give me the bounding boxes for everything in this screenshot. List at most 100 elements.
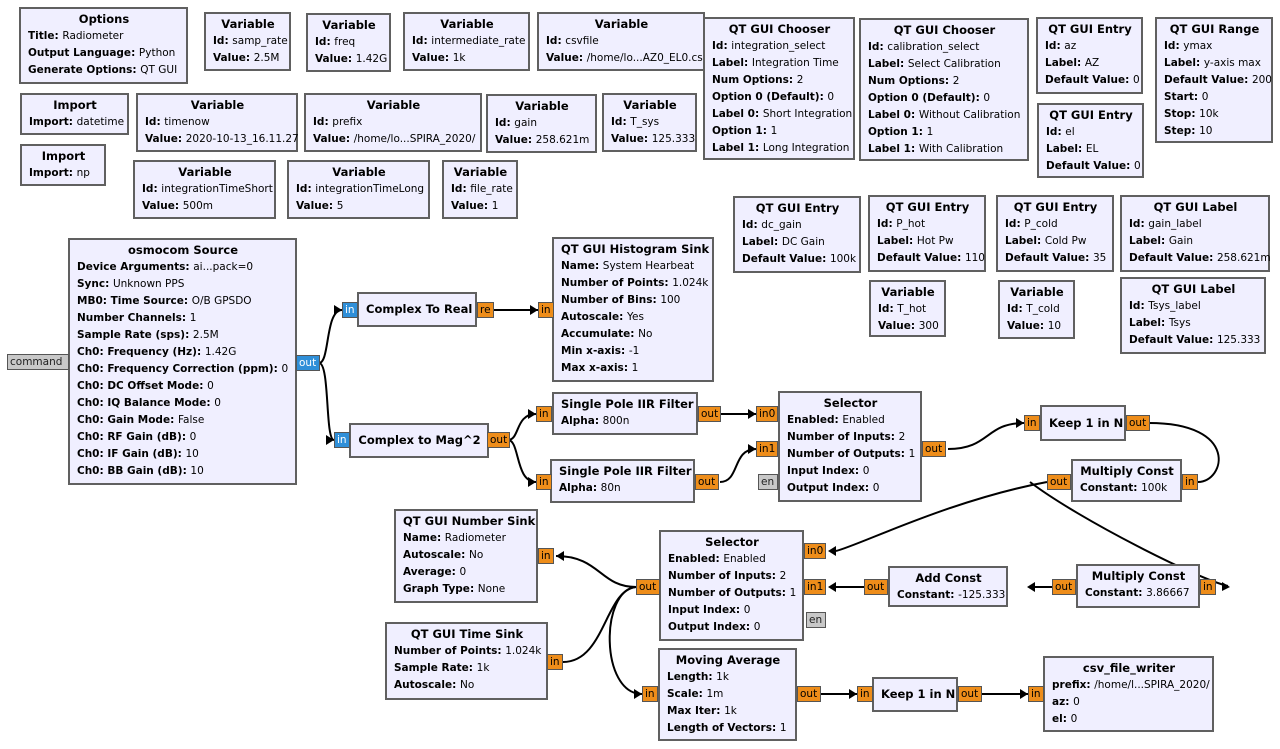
block-param: Number of Outputs: 1 bbox=[787, 446, 915, 463]
port-sel2-en[interactable]: en bbox=[806, 612, 826, 628]
port-mc1-out[interactable]: out bbox=[1047, 474, 1071, 490]
port-add-out[interactable]: out bbox=[864, 579, 888, 595]
port-keep2-out[interactable]: out bbox=[958, 686, 982, 702]
port-ctm-in[interactable]: in bbox=[334, 432, 350, 448]
port-keep2-in[interactable]: in bbox=[857, 686, 873, 702]
port-iir1-out[interactable]: out bbox=[698, 406, 722, 422]
param-value: Tsys bbox=[1168, 317, 1191, 329]
param-key: Id bbox=[213, 35, 225, 47]
port-mc1-in[interactable]: in bbox=[1182, 474, 1198, 490]
param-key: Generate Options bbox=[28, 64, 133, 76]
port-iir2-in[interactable]: in bbox=[536, 474, 552, 490]
port-ctr-in[interactable]: in bbox=[342, 302, 358, 318]
port-keep1-out[interactable]: out bbox=[1126, 415, 1150, 431]
port-sel1-in1[interactable]: in1 bbox=[756, 441, 779, 457]
param-key: Average bbox=[403, 566, 452, 578]
port-mavg-out[interactable]: out bbox=[797, 686, 821, 702]
port-mc2-out[interactable]: out bbox=[1052, 579, 1076, 595]
param-value: Short Integration bbox=[762, 108, 853, 120]
block-keep-1-in-n-bottom[interactable]: Keep 1 in N bbox=[872, 677, 958, 712]
port-osmo-out[interactable]: out bbox=[296, 355, 320, 371]
port-num-in[interactable]: in bbox=[538, 548, 554, 564]
block-keep-1-in-n-top[interactable]: Keep 1 in N bbox=[1040, 405, 1126, 441]
param-separator: : bbox=[643, 133, 652, 145]
param-value: 2 bbox=[952, 75, 960, 87]
port-ctm-out[interactable]: out bbox=[487, 432, 511, 448]
param-separator: : bbox=[1138, 587, 1147, 599]
block-complex-to-real[interactable]: Complex To Real bbox=[357, 292, 477, 327]
port-sel2-in0[interactable]: in0 bbox=[804, 543, 827, 559]
param-separator: : bbox=[754, 108, 763, 120]
param-separator: : bbox=[716, 705, 725, 717]
port-mc2-in[interactable]: in bbox=[1200, 579, 1216, 595]
param-separator: : bbox=[183, 295, 192, 307]
param-key: Id bbox=[712, 40, 724, 52]
port-command[interactable]: command bbox=[7, 354, 69, 370]
port-sel1-out[interactable]: out bbox=[922, 441, 946, 457]
port-sel2-out[interactable]: out bbox=[636, 579, 660, 595]
param-value: 1k bbox=[476, 662, 490, 674]
block-param: el: 0 bbox=[1052, 711, 1206, 728]
port-iir2-out[interactable]: out bbox=[695, 474, 719, 490]
param-value: 1 bbox=[770, 125, 778, 137]
param-separator: : bbox=[54, 30, 63, 42]
port-hist-in[interactable]: in bbox=[538, 302, 554, 318]
port-csv-in[interactable]: in bbox=[1028, 686, 1044, 702]
param-key: Enabled bbox=[668, 553, 716, 565]
port-mavg-in[interactable]: in bbox=[642, 686, 658, 702]
port-sel1-in0[interactable]: in0 bbox=[756, 406, 779, 422]
port-iir1-in[interactable]: in bbox=[536, 406, 552, 422]
port-time-in[interactable]: in bbox=[547, 654, 563, 670]
wire-iir2-to-sel1 bbox=[719, 448, 757, 483]
port-sel1-en[interactable]: en bbox=[758, 474, 778, 490]
port-sel2-in1[interactable]: in1 bbox=[804, 579, 827, 595]
param-value: integrationTimeShort bbox=[161, 183, 273, 195]
block-complex-to-mag2[interactable]: Complex to Mag^2 bbox=[349, 423, 489, 458]
block-param: Number of Inputs: 2 bbox=[668, 568, 796, 585]
param-separator: : bbox=[506, 117, 515, 129]
port-ctr-out[interactable]: re bbox=[477, 302, 494, 318]
param-value: 110 bbox=[964, 252, 985, 264]
port-keep1-in[interactable]: in bbox=[1024, 415, 1040, 431]
